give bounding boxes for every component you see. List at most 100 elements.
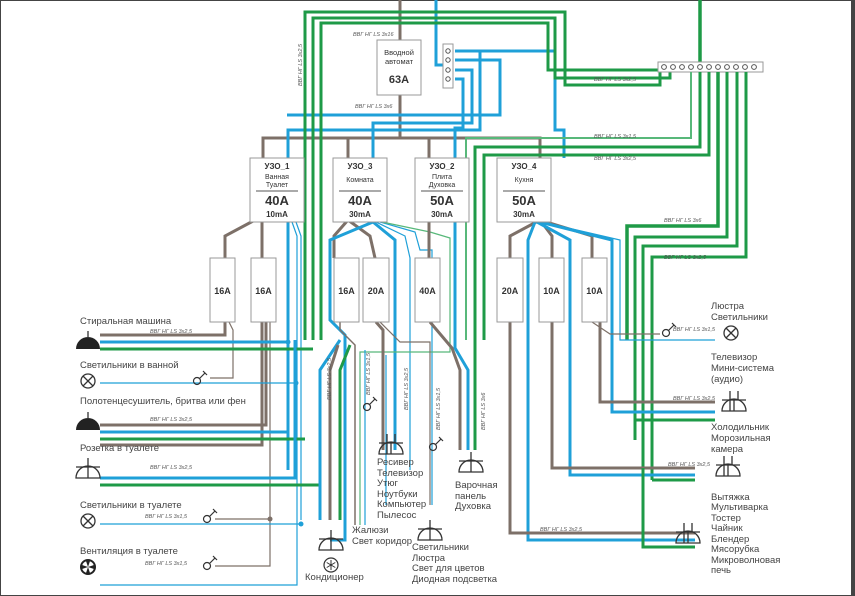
load-label: Светильники в ванной (80, 360, 179, 371)
left-load-toilet-fan: Вентиляция в туалете ВВГ НГ LS 3х1,5 (80, 546, 218, 575)
load-label: Люстра (711, 301, 745, 312)
rcd-1[interactable]: УЗО_1 Ванная Туалет 40А 10mA (249, 157, 305, 223)
rcd-2[interactable]: УЗО_2 Плита Духовка 50А 30mA (414, 157, 470, 223)
rcd-zone: Комната (346, 177, 374, 184)
terminal-screw-icon (733, 64, 739, 70)
ground-bus (661, 64, 757, 70)
breaker-3[interactable]: 16А (333, 257, 360, 323)
cable-label: ВВГ НГ LS 3х1,5 (145, 514, 188, 520)
lamp-icon (80, 373, 96, 389)
cable-label: ВВГ НГ LS 3х2,5 (673, 396, 716, 402)
socket-icon (458, 451, 484, 473)
load-label: Духовка (455, 501, 492, 512)
rcd-rating: 50А (430, 193, 454, 208)
right-load-fridge: Холодильник Морозильная камера ВВГ НГ LS… (668, 422, 771, 477)
breaker-rating: 10А (543, 286, 560, 296)
breaker-1[interactable]: 16А (209, 257, 236, 323)
socket-grounded-icon (75, 411, 101, 431)
cable-label: ВВГ НГ LS 3х1,5 (436, 387, 442, 430)
load-label: Стиральная машина (80, 316, 172, 327)
breaker-rating: 16А (338, 286, 355, 296)
load-label: Люстра (412, 553, 446, 564)
breaker-7[interactable]: 10А (538, 257, 565, 323)
rcd-zone: Ванная (265, 174, 289, 181)
breaker-rating: 10А (586, 286, 603, 296)
cable-label-left-vertical: ВВГ НГ LS 3х2,5 (298, 43, 304, 86)
breaker-8[interactable]: 10А (581, 257, 608, 323)
cable-label: ВВГ НГ LS 3х2,5 (404, 367, 410, 410)
cable-label: ВВГ НГ LS 3х6 (481, 392, 487, 430)
load-label: Блендер (711, 534, 749, 545)
load-label: Тостер (711, 513, 741, 524)
cable-label: ВВГ НГ LS 3х1,5 (366, 352, 372, 395)
breaker-rating: 40А (419, 286, 436, 296)
load-label: Телевизор (377, 468, 423, 479)
cable-label: ВВГ НГ LS 3х2,5 (150, 465, 193, 471)
cable-label-main-out: ВВГ НГ LS 3х6 (355, 104, 393, 110)
breaker-2[interactable]: 16А (250, 257, 277, 323)
socket-double-icon (715, 455, 741, 477)
load-label: панель (455, 491, 486, 502)
cable-label: ВВГ НГ LS 3х2,5 (668, 462, 711, 468)
cable-label-main-in: ВВГ НГ LS 3х16 (353, 32, 394, 38)
load-label: Розетка в туалете (80, 443, 159, 454)
load-label: Мини-система (711, 363, 775, 374)
socket-double-icon (721, 390, 747, 412)
switch-icon (202, 555, 218, 571)
main-breaker[interactable]: Вводной автомат 63А (376, 39, 422, 96)
load-label: Пылесос (377, 510, 417, 521)
load-label: Свет коридор (352, 536, 412, 547)
breaker-4[interactable]: 20А (362, 257, 390, 323)
breaker-rating: 20А (368, 286, 385, 296)
socket-grounded-icon (75, 330, 101, 350)
rcd-rating: 40А (265, 193, 289, 208)
rcd-leakage: 10mA (266, 210, 288, 219)
load-label: Мультиварка (711, 502, 769, 513)
load-label: Светильники в туалете (80, 500, 182, 511)
load-label: Утюг (377, 478, 399, 489)
socket-icon (75, 457, 101, 479)
rcd-4[interactable]: УЗО_4 Кухня 50А 30mA (496, 157, 552, 223)
rcd-3[interactable]: УЗО_3 Комната 40А 30mA (332, 157, 388, 223)
snowflake-icon (323, 557, 339, 573)
terminal-screw-icon (670, 64, 676, 70)
load-label: Холодильник (711, 422, 770, 433)
switch-icon (202, 508, 218, 524)
load-label: Ресивер (377, 457, 414, 468)
right-load-kitchen: Вытяжка Мультиварка Тостер Чайник Бленде… (540, 492, 780, 576)
load-label: Ноутбуки (377, 489, 418, 500)
cable-label-bus-3: ВВГ НГ LS 3х2,5 (594, 156, 637, 162)
terminal-screw-icon (715, 64, 721, 70)
breaker-rating: 16А (255, 286, 272, 296)
terminal-screw-icon (679, 64, 685, 70)
load-label: Жалюзи (352, 525, 389, 536)
load-label: (аудио) (711, 374, 743, 385)
left-load-towel-dryer: Полотенцесушитель, бритва или фен ВВГ НГ… (75, 396, 246, 431)
terminal-screw-icon (724, 64, 730, 70)
cable-label: ВВГ НГ LS 3х2,5 (540, 527, 583, 533)
rcd-zone: Плита (432, 174, 452, 181)
load-label: Кондиционер (305, 572, 364, 583)
cable-label: ВВГ НГ LS 3х1,5 (673, 327, 716, 333)
rcd-name: УЗО_3 (347, 162, 373, 171)
load-label: камера (711, 444, 744, 455)
breaker-6[interactable]: 20А (496, 257, 524, 323)
wires (100, 0, 764, 586)
lamp-icon (723, 325, 739, 341)
cable-label-bus-1: ВВГ НГ LS 3х2,5 (594, 77, 637, 83)
cable-label: ВВГ НГ LS 3х1,5 (145, 561, 188, 567)
load-blinds: ВВГ НГ LS 3х1,5 Жалюзи Свет коридор (352, 352, 412, 547)
left-load-toilet-lights: Светильники в туалете ВВГ НГ LS 3х1,5 (80, 500, 218, 529)
breaker-5[interactable]: 40А (414, 257, 441, 323)
main-breaker-title-2: автомат (385, 57, 414, 66)
rcd-name: УЗО_1 (264, 162, 290, 171)
load-label: печь (711, 565, 731, 576)
left-load-bathroom-lights: Светильники в ванной (80, 360, 208, 389)
load-label: Чайник (711, 523, 743, 534)
load-label: Телевизор (711, 352, 757, 363)
main-breaker-rating: 63А (389, 74, 409, 86)
rcd-name: УЗО_4 (511, 162, 537, 171)
load-label: Полотенцесушитель, бритва или фен (80, 396, 246, 407)
load-stove: ВВГ НГ LS 3х6 Варочная панель Духовка (455, 392, 498, 512)
